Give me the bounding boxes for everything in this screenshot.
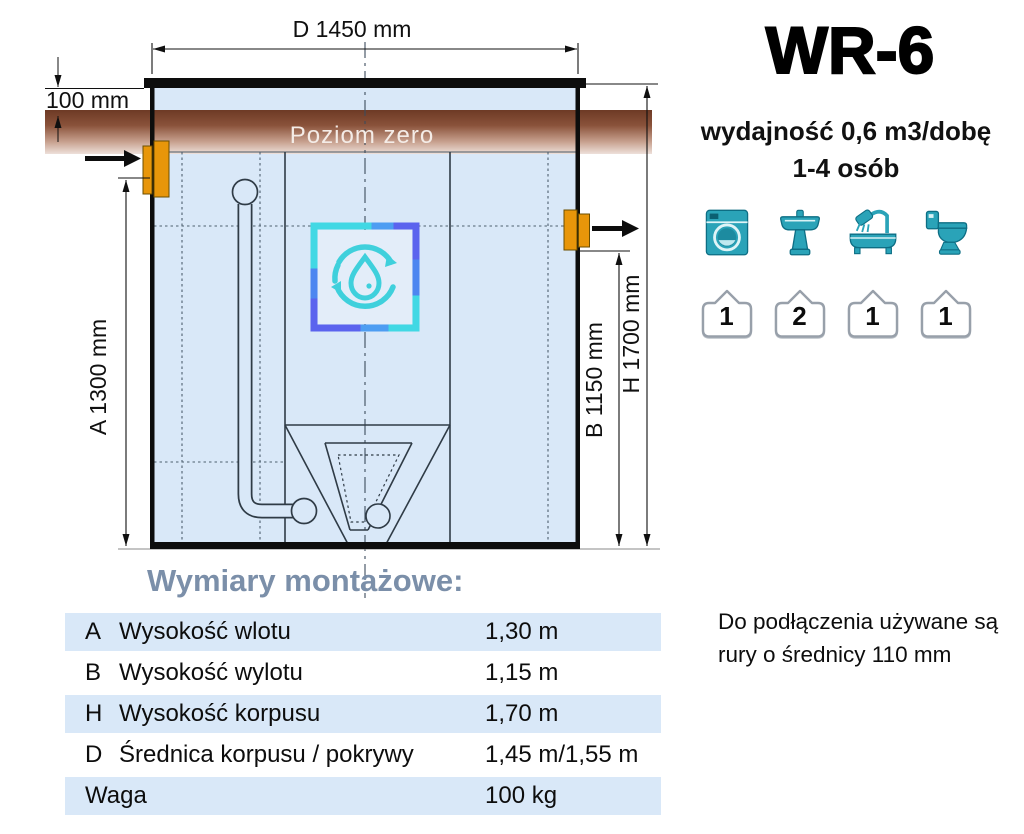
dimension-a [118, 177, 150, 546]
row-label: Wysokość wylotu [119, 659, 303, 686]
fixture-count-badge: 1 [699, 286, 755, 342]
fixture-counts-row: 1 2 1 1 [690, 286, 982, 342]
persons-subtitle: 1-4 osób [792, 153, 900, 183]
fixture-count-badge: 1 [845, 286, 901, 342]
dimension-h [586, 83, 658, 546]
table-row: D Średnica korpusu / pokrywy 1,45 m/1,55… [65, 736, 661, 774]
dimension-h-label: H 1700 mm [618, 275, 644, 394]
water-drop-recycle-icon [332, 244, 396, 309]
spec-table: A Wysokość wlotu 1,30 m B Wysokość wylot… [65, 613, 661, 818]
row-value: 1,30 m [485, 618, 559, 645]
inlet-fitting [142, 140, 170, 198]
row-label: Waga [85, 782, 147, 809]
dimension-b [580, 250, 630, 546]
spec-table-heading: Wymiary montażowe: [147, 563, 464, 598]
row-code: B [85, 659, 102, 686]
row-value: 1,45 m/1,55 m [485, 741, 639, 768]
row-value: 1,70 m [485, 700, 559, 727]
table-row: H Wysokość korpusu 1,70 m [65, 695, 661, 733]
settling-funnel [284, 424, 451, 547]
row-code: A [85, 618, 102, 645]
washbasin-icon [779, 209, 820, 256]
fixture-count: 2 [792, 301, 807, 331]
fixture-count: 1 [865, 301, 880, 331]
product-model-title: WR-6 [765, 12, 936, 88]
row-code: H [85, 700, 103, 727]
capacity-subtitle: wydajność 0,6 m3/dobę [700, 116, 992, 146]
tank-lid [144, 78, 586, 88]
brand-logo [310, 222, 420, 332]
internal-pipe [231, 178, 318, 525]
row-code: D [85, 741, 103, 768]
table-row: A Wysokość wlotu 1,30 m [65, 613, 661, 651]
fixture-count: 1 [938, 301, 953, 331]
row-value: 100 kg [485, 782, 558, 809]
ground-level-label: Poziom zero [290, 122, 434, 149]
dimension-d [151, 43, 579, 74]
fixture-count: 1 [719, 301, 734, 331]
inlet-flow-arrow [85, 150, 141, 167]
outlet-flow-arrow [592, 220, 639, 237]
bathtub-shower-icon [849, 209, 896, 255]
toilet-icon [925, 210, 967, 255]
fixture-count-badge: 2 [772, 286, 828, 342]
dimension-a-label: A 1300 mm [85, 319, 111, 435]
row-label: Wysokość korpusu [119, 700, 321, 727]
fixture-count-badge: 1 [918, 286, 974, 342]
dimension-d-label: D 1450 mm [293, 16, 412, 42]
washing-machine-icon [705, 209, 748, 256]
tank-cross-section-diagram: D 1450 mm 100 mm Poziom zero A 1300 mm B… [45, 16, 660, 598]
dimension-cover-label: 100 mm [46, 87, 129, 113]
tank-shell [144, 78, 586, 549]
table-row: Waga 100 kg [65, 777, 661, 815]
row-value: 1,15 m [485, 659, 559, 686]
count-badge-shape [847, 289, 898, 338]
count-badge-shape [701, 289, 752, 338]
outlet-fitting [563, 209, 590, 251]
row-label: Wysokość wlotu [119, 618, 291, 645]
row-label: Średnica korpusu / pokrywy [119, 741, 414, 768]
connection-note: Do podłączenia używane są rury o średnic… [718, 606, 1018, 671]
note-line-1: Do podłączenia używane są [718, 609, 999, 634]
count-badge-shape [774, 289, 825, 338]
count-badge-shape [920, 289, 971, 338]
table-row: B Wysokość wylotu 1,15 m [65, 654, 661, 692]
note-line-2: rury o średnicy 110 mm [718, 641, 952, 667]
internal-walls [284, 152, 451, 546]
dimension-b-label: B 1150 mm [581, 322, 607, 438]
dimension-cover-depth [45, 57, 144, 142]
fixture-icons-row [690, 206, 982, 258]
